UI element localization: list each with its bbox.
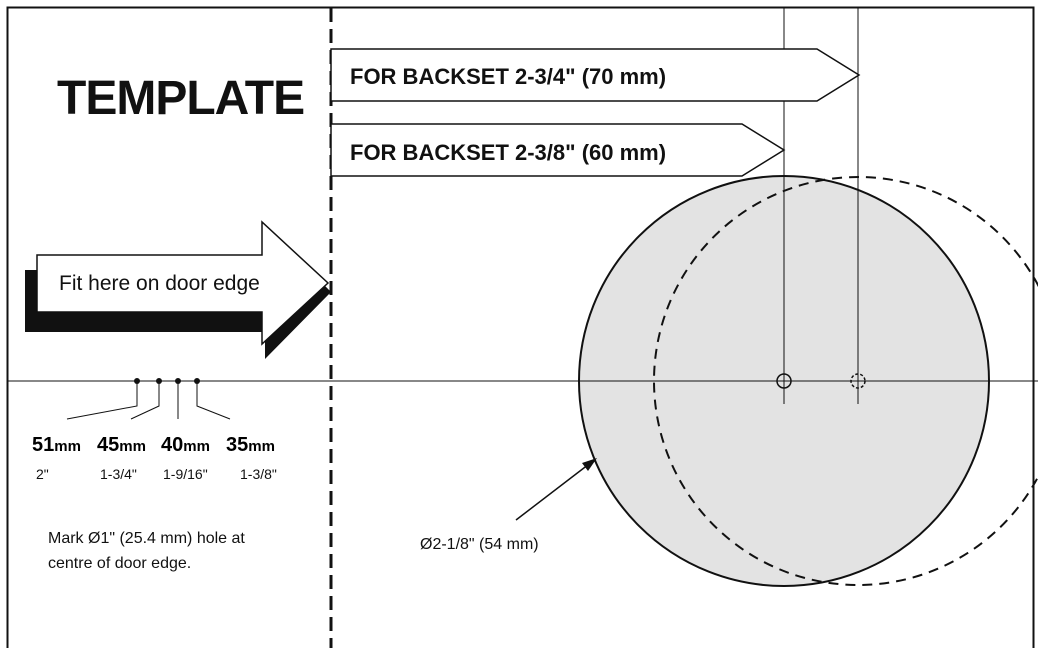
edge-note-line1: Mark Ø1" (25.4 mm) hole at (48, 530, 245, 547)
centre-mark-60mm (776, 373, 792, 389)
diameter-leader-line (515, 460, 594, 521)
edge-mark-51-label: 51mm (32, 434, 81, 456)
edge-mark-leaders (66, 381, 231, 420)
edge-mark-35-inch: 1-3/8" (240, 466, 277, 482)
diameter-arrowhead (582, 458, 597, 471)
edge-mark-45-inch: 1-3/4" (100, 466, 137, 482)
door-edge-arrow: Fit here on door edge (25, 220, 331, 359)
edge-mark-45-label: 45mm (97, 434, 146, 456)
edge-mark-dots (134, 378, 200, 384)
template-border (6, 6, 1035, 648)
edge-mark-dot-40 (175, 378, 181, 384)
edge-mark-35-label: 35mm (226, 434, 275, 456)
banner-backset-60mm: FOR BACKSET 2-3/8" (60 mm) (330, 123, 786, 177)
edge-mark-51-inch: 2" (36, 466, 49, 482)
edge-mark-labels: 51mm 45mm 40mm 35mm 2" 1-3/4" 1-9/16" 1-… (32, 434, 277, 482)
edge-mark-40-inch: 1-9/16" (163, 466, 208, 482)
edge-mark-dot-35 (194, 378, 200, 384)
banner-backset-70mm: FOR BACKSET 2-3/4" (70 mm) (330, 48, 861, 102)
edge-mark-40-label: 40mm (161, 434, 210, 456)
template-title: TEMPLATE (57, 72, 304, 125)
diameter-label: Ø2-1/8" (54 mm) (420, 536, 539, 553)
door-edge-arrow-label: Fit here on door edge (59, 272, 260, 295)
centre-mark-70mm (850, 373, 866, 389)
edge-mark-dot-51 (134, 378, 140, 384)
edge-note-line2: centre of door edge. (48, 555, 191, 572)
edge-mark-dot-45 (156, 378, 162, 384)
door-edge-arrow-body (36, 220, 330, 346)
banner-backset-70mm-label: FOR BACKSET 2-3/4" (70 mm) (350, 64, 666, 89)
banner-backset-60mm-label: FOR BACKSET 2-3/8" (60 mm) (350, 140, 666, 165)
